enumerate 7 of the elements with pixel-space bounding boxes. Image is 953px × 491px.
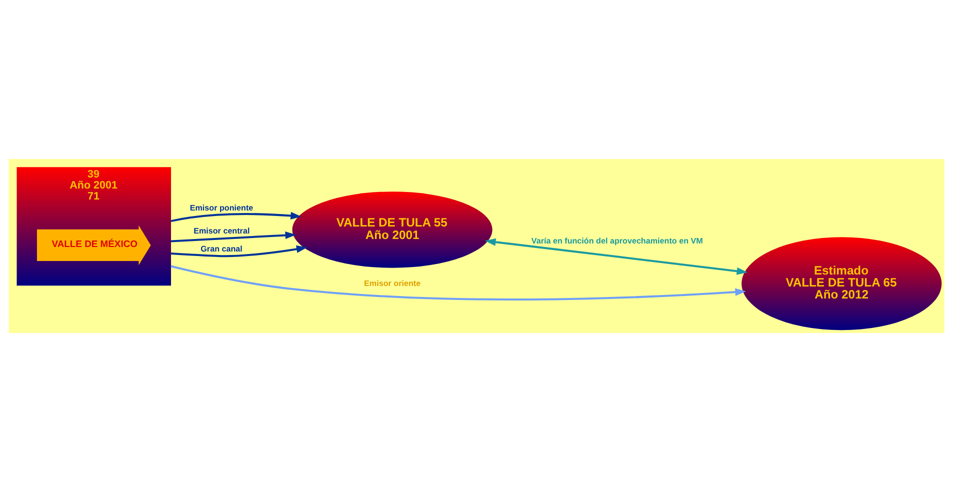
- arrow: [170, 244, 308, 257]
- node-ellipse: VALLE DE TULA 55 Año 2001: [292, 191, 492, 268]
- arrow: [170, 231, 296, 242]
- arrow: [170, 264, 746, 300]
- arrow: [170, 211, 302, 222]
- node-ellipse: Estimado VALLE DE TULA 65 Año 2012: [742, 236, 942, 330]
- arrow: [484, 238, 748, 274]
